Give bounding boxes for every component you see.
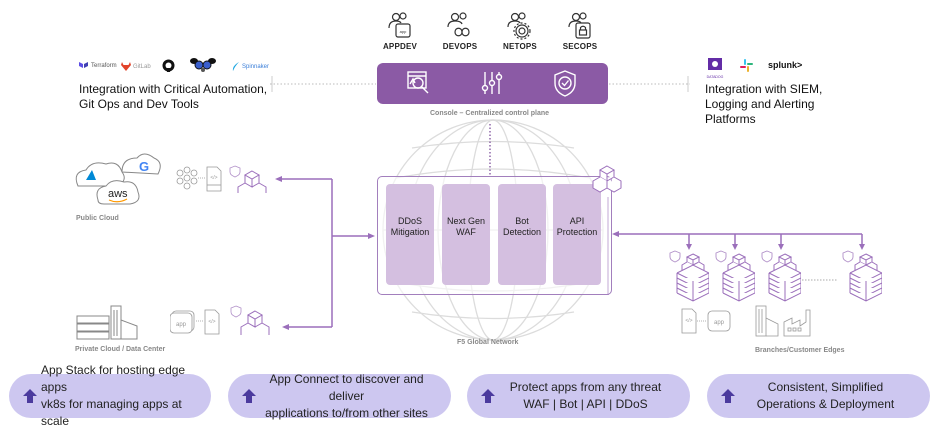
svg-text:app: app	[714, 320, 725, 326]
netops-user-icon	[507, 12, 531, 40]
public-cloud-icon: G aws	[75, 153, 161, 205]
persona-label: SECOPS	[562, 42, 598, 51]
left-site-connector	[279, 178, 368, 328]
slack-icon	[740, 59, 753, 72]
shield-small-icon	[230, 305, 242, 318]
branches-caption: Branches/Customer Edges	[755, 347, 845, 354]
settings-sliders-icon	[481, 72, 503, 94]
arrow-to-private-cloud	[282, 324, 289, 330]
right-integration-text: Integration with SIEM, Logging and Alert…	[705, 82, 823, 126]
security-shield-icon	[554, 70, 576, 97]
private-datacenter-icon	[76, 305, 138, 340]
terraform-icon	[79, 62, 88, 68]
arrow-to-public-cloud	[275, 176, 282, 182]
persona-devops: DEVOPS	[430, 12, 490, 51]
persona-label: APPDEV	[382, 42, 418, 51]
branch-app-chain: </> app	[681, 308, 731, 334]
api-document-icon: </>	[681, 308, 697, 334]
spinnaker-logo: Spinnaker	[232, 62, 269, 71]
app-icon: app	[707, 310, 731, 332]
observability-icon	[407, 71, 429, 94]
svg-text:app: app	[176, 322, 187, 328]
public-cloud-app-chain: </>	[176, 165, 267, 193]
gitlab-logo: GitLab	[121, 62, 151, 71]
persona-appdev: app APPDEV	[370, 12, 430, 51]
app-stack-cube-icon	[240, 310, 270, 335]
branch-buildings-icon	[755, 305, 811, 337]
arrow-to-panel	[368, 233, 375, 239]
ansible-mascot-icon	[190, 58, 216, 72]
secops-user-icon	[568, 12, 591, 39]
arrow-up-icon	[481, 389, 495, 403]
persona-label: NETOPS	[503, 42, 537, 51]
datadog-logo: DATADOG	[706, 57, 724, 79]
edge-site-stack-icon	[761, 250, 801, 302]
app-stack-cube-icon	[237, 170, 267, 193]
api-document-icon: </>	[204, 309, 220, 335]
shield-small-icon	[715, 250, 727, 263]
factory-icon	[783, 309, 811, 337]
terraform-logo: Terraform	[79, 62, 117, 70]
microservices-icon	[176, 166, 198, 190]
aws-icon: aws	[108, 188, 128, 200]
google-icon: G	[139, 159, 149, 174]
console-caption: Console – Centralized control plane	[430, 110, 550, 117]
arrow-up-icon	[242, 389, 256, 403]
shield-small-icon	[842, 250, 854, 263]
app-icon: app	[170, 310, 195, 334]
persona-secops: SECOPS	[550, 12, 610, 51]
private-cloud-caption: Private Cloud / Data Center	[75, 346, 166, 353]
edge-site-stack-icon	[715, 250, 755, 302]
datadog-icon	[708, 58, 722, 70]
arrow-up-icon	[23, 389, 37, 403]
appdev-user-icon: app	[388, 12, 411, 38]
api-document-icon: </>	[206, 166, 222, 192]
console-control-plane[interactable]	[377, 63, 608, 104]
github-icon	[162, 59, 175, 72]
svg-text:</>: </>	[208, 319, 215, 325]
shield-small-icon	[229, 165, 241, 178]
persona-netops: NETOPS	[490, 12, 550, 51]
edge-site-stack-icon	[669, 250, 709, 302]
network-caption: F5 Global Network	[457, 339, 519, 346]
left-integration-text: Integration with Critical Automation, Gi…	[79, 82, 268, 111]
private-cloud-app-chain: app </>	[170, 305, 270, 335]
svg-text:</>: </>	[685, 318, 692, 324]
arrow-up-icon	[721, 389, 735, 403]
svg-text:</>: </>	[210, 175, 217, 181]
gitlab-icon	[121, 62, 131, 71]
shield-small-icon	[761, 250, 773, 263]
edge-site-stack-icon	[842, 250, 882, 302]
persona-label: DEVOPS	[442, 42, 478, 51]
splunk-logo: splunk>	[768, 60, 803, 70]
shield-small-icon	[669, 250, 681, 263]
spinnaker-icon	[232, 62, 239, 71]
panel-cube-icon	[592, 165, 622, 193]
devops-user-icon	[447, 12, 470, 37]
public-cloud-caption: Public Cloud	[76, 215, 119, 222]
svg-text:app: app	[400, 29, 407, 34]
azure-icon	[86, 170, 96, 180]
